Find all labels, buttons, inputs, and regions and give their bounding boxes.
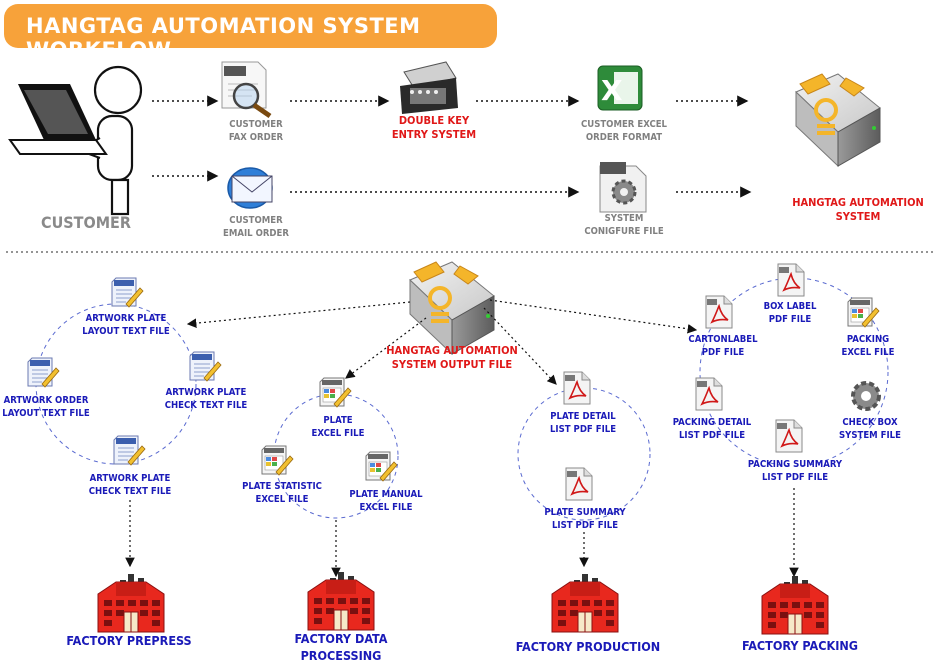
plate-excel-label: PLATE EXCEL FILE (311, 415, 365, 439)
artwork-plate-check-label: ARTWORK PLATE CHECK TEXT FILE (164, 387, 248, 411)
excel-icon: X (597, 65, 643, 111)
factory-prepress-label: FACTORY PREPRESS (66, 633, 192, 648)
factory-building-icon (307, 571, 375, 631)
factory-production-label: FACTORY PRODUCTION (515, 639, 661, 654)
excel-order-label: CUSTOMER EXCEL ORDER FORMAT (580, 119, 667, 143)
config-gear-file-icon (599, 162, 647, 213)
packing-summary-label: PACKING SUMMARY LIST PDF FILE (747, 459, 843, 483)
email-icon (227, 167, 273, 209)
email-order-label: CUSTOMER EMAIL ORDER (223, 215, 289, 239)
customer-label: CUSTOMER (41, 213, 131, 232)
output-file-label: HANGTAG AUTOMATION SYSTEM OUTPUT FILE (386, 344, 518, 371)
fax-document-icon (221, 61, 272, 119)
artwork-order-layout-label: ARTWORK ORDER LAYOUT TEXT FILE (2, 395, 90, 419)
plate-detail-label: PLATE DETAIL LIST PDF FILE (549, 411, 617, 435)
excel-file-icon (365, 451, 398, 482)
customer-icon (8, 65, 143, 216)
pdf-file-icon (563, 371, 591, 405)
svg-text:X: X (601, 74, 623, 107)
carton-label-label: CARTONLABEL PDF FILE (688, 334, 758, 358)
text-file-icon (111, 277, 144, 308)
plate-statistic-label: PLATE STATISTIC EXCEL FILE (242, 481, 322, 505)
output-server-icon (408, 260, 496, 356)
pdf-file-icon (775, 419, 803, 453)
excel-file-icon (319, 377, 352, 408)
pdf-file-icon (777, 263, 805, 297)
double-key-label: DOUBLE KEY ENTRY SYSTEM (391, 114, 477, 141)
fax-order-label: CUSTOMER FAX ORDER (228, 119, 284, 143)
box-label-label: BOX LABEL PDF FILE (763, 301, 817, 325)
system-config-label: SYSTEM CONIGFURE FILE (584, 213, 664, 237)
hangtag-system-label: HANGTAG AUTOMATION SYSTEM (792, 196, 924, 223)
packing-detail-label: PACKING DETAIL LIST PDF FILE (672, 417, 752, 441)
packing-excel-label: PACKING EXCEL FILE (841, 334, 895, 358)
factory-packing-label: FACTORY PACKING (741, 638, 859, 653)
text-file-icon (113, 435, 146, 466)
gear-icon (851, 381, 881, 411)
plate-summary-label: PLATE SUMMARY LIST PDF FILE (544, 507, 626, 531)
check-box-label: CHECK BOX SYSTEM FILE (839, 417, 901, 441)
pdf-file-icon (565, 467, 593, 501)
text-file-icon (27, 357, 60, 388)
factory-data-processing-label: FACTORY DATA PROCESSING (294, 631, 388, 663)
factory-building-icon (761, 575, 829, 635)
pdf-file-icon (695, 377, 723, 411)
page-title: HANGTAG AUTOMATION SYSTEM WORKFLOW (26, 14, 421, 62)
pdf-file-icon (705, 295, 733, 329)
scanner-icon (400, 61, 458, 114)
plate-manual-label: PLATE MANUAL EXCEL FILE (349, 489, 423, 513)
factory-building-icon (97, 573, 165, 633)
hangtag-server-icon (794, 72, 882, 168)
excel-file-icon (261, 445, 294, 476)
factory-building-icon (551, 573, 619, 633)
title-banner: HANGTAG AUTOMATION SYSTEM WORKFLOW (4, 4, 497, 62)
artwork-plate-check-label: ARTWORK PLATE CHECK TEXT FILE (88, 473, 172, 497)
text-file-icon (189, 351, 222, 382)
artwork-plate-layout-label: ARTWORK PLATE LAYOUT TEXT FILE (82, 313, 170, 337)
